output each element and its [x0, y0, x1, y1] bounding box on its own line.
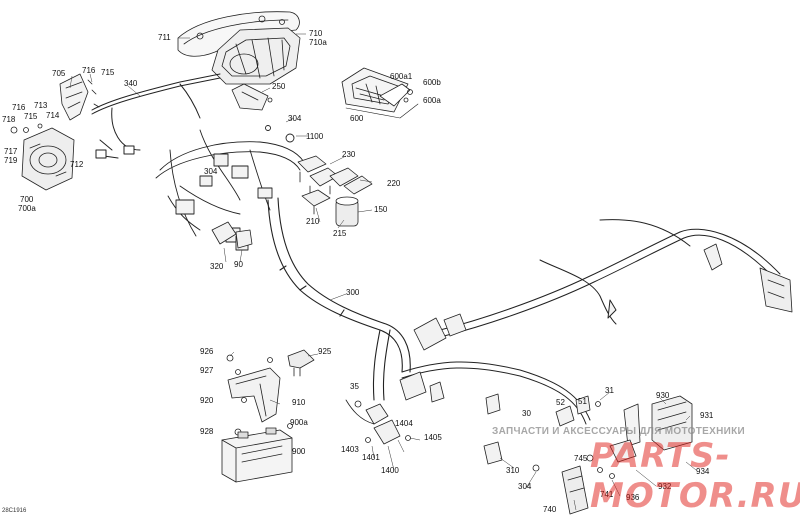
- callout-926: 926: [200, 347, 214, 356]
- relay-740: [561, 465, 589, 515]
- callout-710: 710: [309, 29, 323, 38]
- callout-230: 230: [342, 150, 356, 159]
- callout-1405: 1405: [424, 433, 442, 442]
- mount-700: [21, 73, 89, 191]
- leader-lines: [69, 33, 697, 511]
- callout-35: 35: [350, 382, 359, 391]
- callout-304-top: 304: [288, 114, 302, 123]
- callout-51: 51: [578, 397, 587, 406]
- module-930: [651, 395, 693, 451]
- callout-710a: 710a: [309, 38, 327, 47]
- callout-932: 932: [658, 482, 672, 491]
- watermark-logo: PARTS-MOTOR.RU: [590, 436, 800, 516]
- callout-304-mid: 304: [204, 167, 218, 176]
- callout-713: 713: [34, 101, 48, 110]
- callout-715b: 715: [24, 112, 38, 121]
- callout-900: 900: [292, 447, 306, 456]
- callout-910: 910: [292, 398, 306, 407]
- watermark-caption: ЗАПЧАСТИ И АКСЕССУАРЫ ДЛЯ МОТОТЕХНИКИ: [492, 426, 745, 437]
- relays-230-220: [297, 155, 373, 195]
- connectors-210-215: [301, 189, 359, 227]
- callout-600: 600: [350, 114, 364, 123]
- callout-600b: 600b: [423, 78, 441, 87]
- callout-150: 150: [374, 205, 388, 214]
- callout-925: 925: [318, 347, 332, 356]
- connector-250: [231, 83, 273, 111]
- connector-cluster-1400: [345, 399, 411, 445]
- callout-716: 716: [82, 66, 96, 75]
- callout-711: 711: [158, 33, 171, 42]
- callout-930: 930: [656, 391, 670, 400]
- callout-719: 719: [4, 156, 18, 165]
- callout-31: 31: [605, 386, 614, 395]
- callout-1100: 1100: [306, 132, 324, 141]
- callout-931: 931: [700, 411, 714, 420]
- headlight-assembly: [211, 27, 301, 85]
- small-parts-bottom: [483, 439, 637, 479]
- callout-740: 740: [543, 505, 557, 514]
- harness-340: [91, 73, 221, 159]
- callout-600a1: 600a1: [390, 72, 413, 81]
- callout-310: 310: [506, 466, 520, 475]
- callout-700: 700: [20, 195, 34, 204]
- callout-928: 928: [200, 427, 214, 436]
- callout-927: 927: [200, 366, 214, 375]
- document-id: 28C1916: [2, 508, 27, 514]
- callout-320: 320: [210, 262, 224, 271]
- small-fasteners-left: [10, 79, 100, 134]
- battery-900: [221, 427, 293, 483]
- callout-1403: 1403: [341, 445, 359, 454]
- callout-340: 340: [124, 79, 138, 88]
- callout-1400: 1400: [381, 466, 399, 475]
- connector-52-51: [555, 395, 601, 427]
- callout-920: 920: [200, 396, 214, 405]
- callout-52: 52: [556, 398, 565, 407]
- callout-718: 718: [2, 115, 16, 124]
- connectors-320-90: [211, 221, 253, 249]
- callout-700a: 700a: [18, 204, 36, 213]
- callout-1401: 1401: [362, 453, 380, 462]
- callout-745: 745: [574, 454, 588, 463]
- central-connectors-lower: [399, 313, 501, 415]
- callout-300: 300: [346, 288, 360, 297]
- callout-30: 30: [522, 409, 531, 418]
- callout-936: 936: [626, 493, 640, 502]
- callout-900a: 900a: [290, 418, 308, 427]
- callout-600a: 600a: [423, 96, 441, 105]
- right-end-connector: [703, 243, 793, 313]
- callout-934: 934: [696, 467, 710, 476]
- callout-705: 705: [52, 69, 66, 78]
- bracket-910: [226, 354, 281, 436]
- callout-717: 717: [4, 147, 18, 156]
- callout-1404: 1404: [395, 419, 413, 428]
- callout-304-bottom: 304: [518, 482, 532, 491]
- callout-90: 90: [234, 260, 243, 269]
- main-harness-300: [267, 197, 411, 401]
- callout-715: 715: [101, 68, 115, 77]
- callout-215: 215: [333, 229, 347, 238]
- callout-250: 250: [272, 82, 286, 91]
- gauge-600: [341, 67, 413, 113]
- relay-925: [287, 349, 315, 377]
- callout-220: 220: [387, 179, 401, 188]
- callout-741: 741: [600, 490, 614, 499]
- battery-fastener: [287, 423, 293, 429]
- callout-712: 712: [70, 160, 84, 169]
- callout-716b: 716: [12, 103, 26, 112]
- callout-714: 714: [46, 111, 60, 120]
- callout-210: 210: [306, 217, 320, 226]
- bracket-931: [623, 403, 641, 447]
- right-harness-30: [401, 219, 781, 425]
